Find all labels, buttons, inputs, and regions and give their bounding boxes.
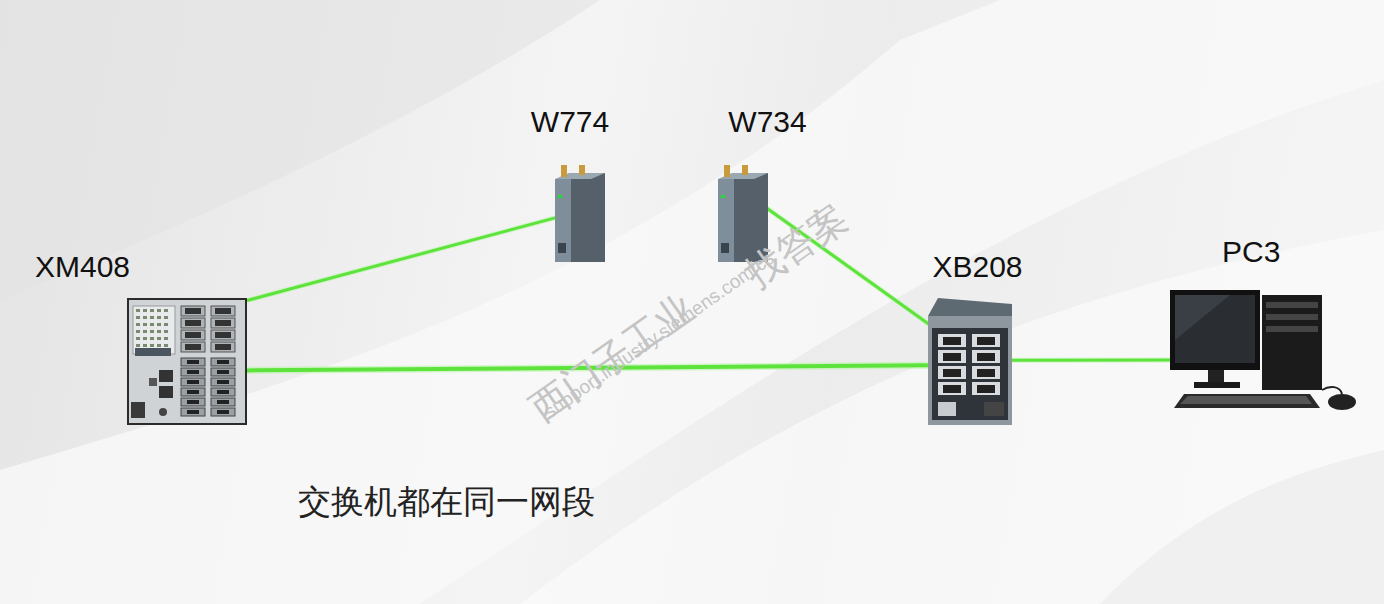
- device-label: XM408: [30, 250, 255, 284]
- computer: PC3: [1165, 235, 1365, 420]
- network-link: [247, 217, 557, 300]
- device-label: W734: [710, 105, 825, 139]
- device-label: W774: [520, 105, 620, 139]
- access-point-w774-icon: [555, 165, 605, 262]
- switch-xm408-icon: [127, 298, 247, 425]
- switch-xm408: XM408: [30, 250, 255, 430]
- device-label: PC3: [1165, 235, 1365, 269]
- switch-xb208: XB208: [920, 250, 1035, 430]
- switch-xb208-icon: [928, 298, 1012, 425]
- access-point-w774: W774: [520, 105, 620, 265]
- caption-note: 交换机都在同一网段: [298, 482, 595, 522]
- network-link: [1012, 360, 1180, 361]
- computer-icon: [1170, 290, 1360, 415]
- device-label: XB208: [920, 250, 1035, 284]
